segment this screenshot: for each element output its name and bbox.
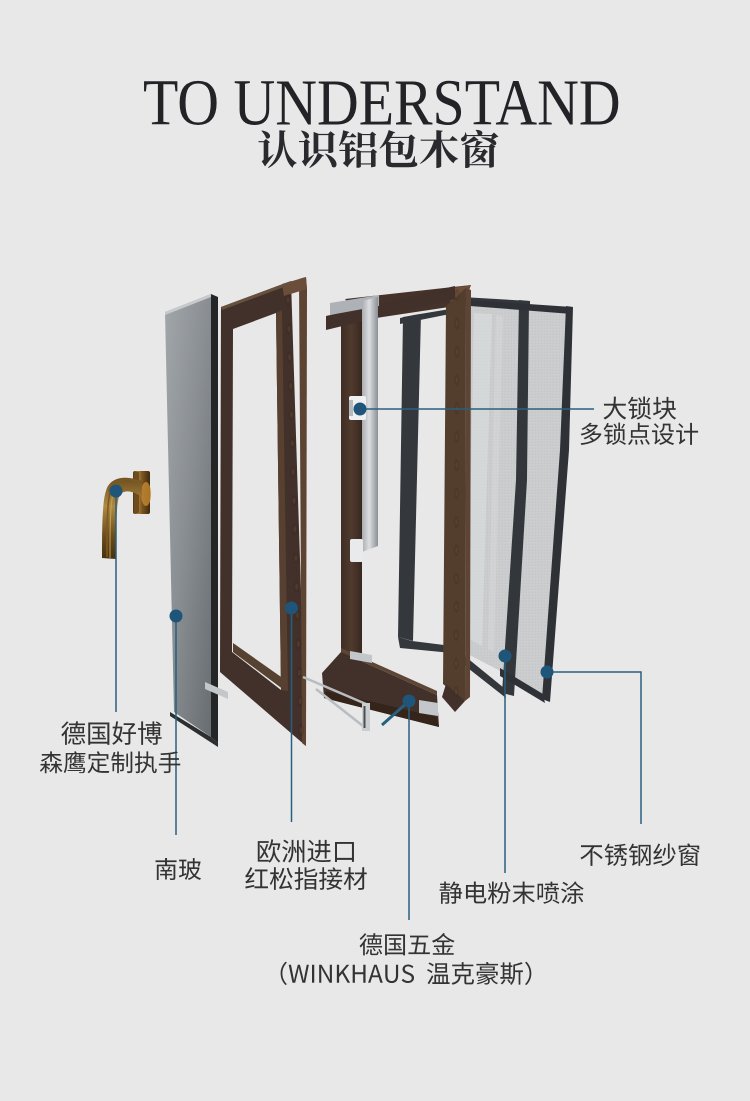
svg-text:TO UNDERSTAND: TO UNDERSTAND <box>143 67 621 139</box>
